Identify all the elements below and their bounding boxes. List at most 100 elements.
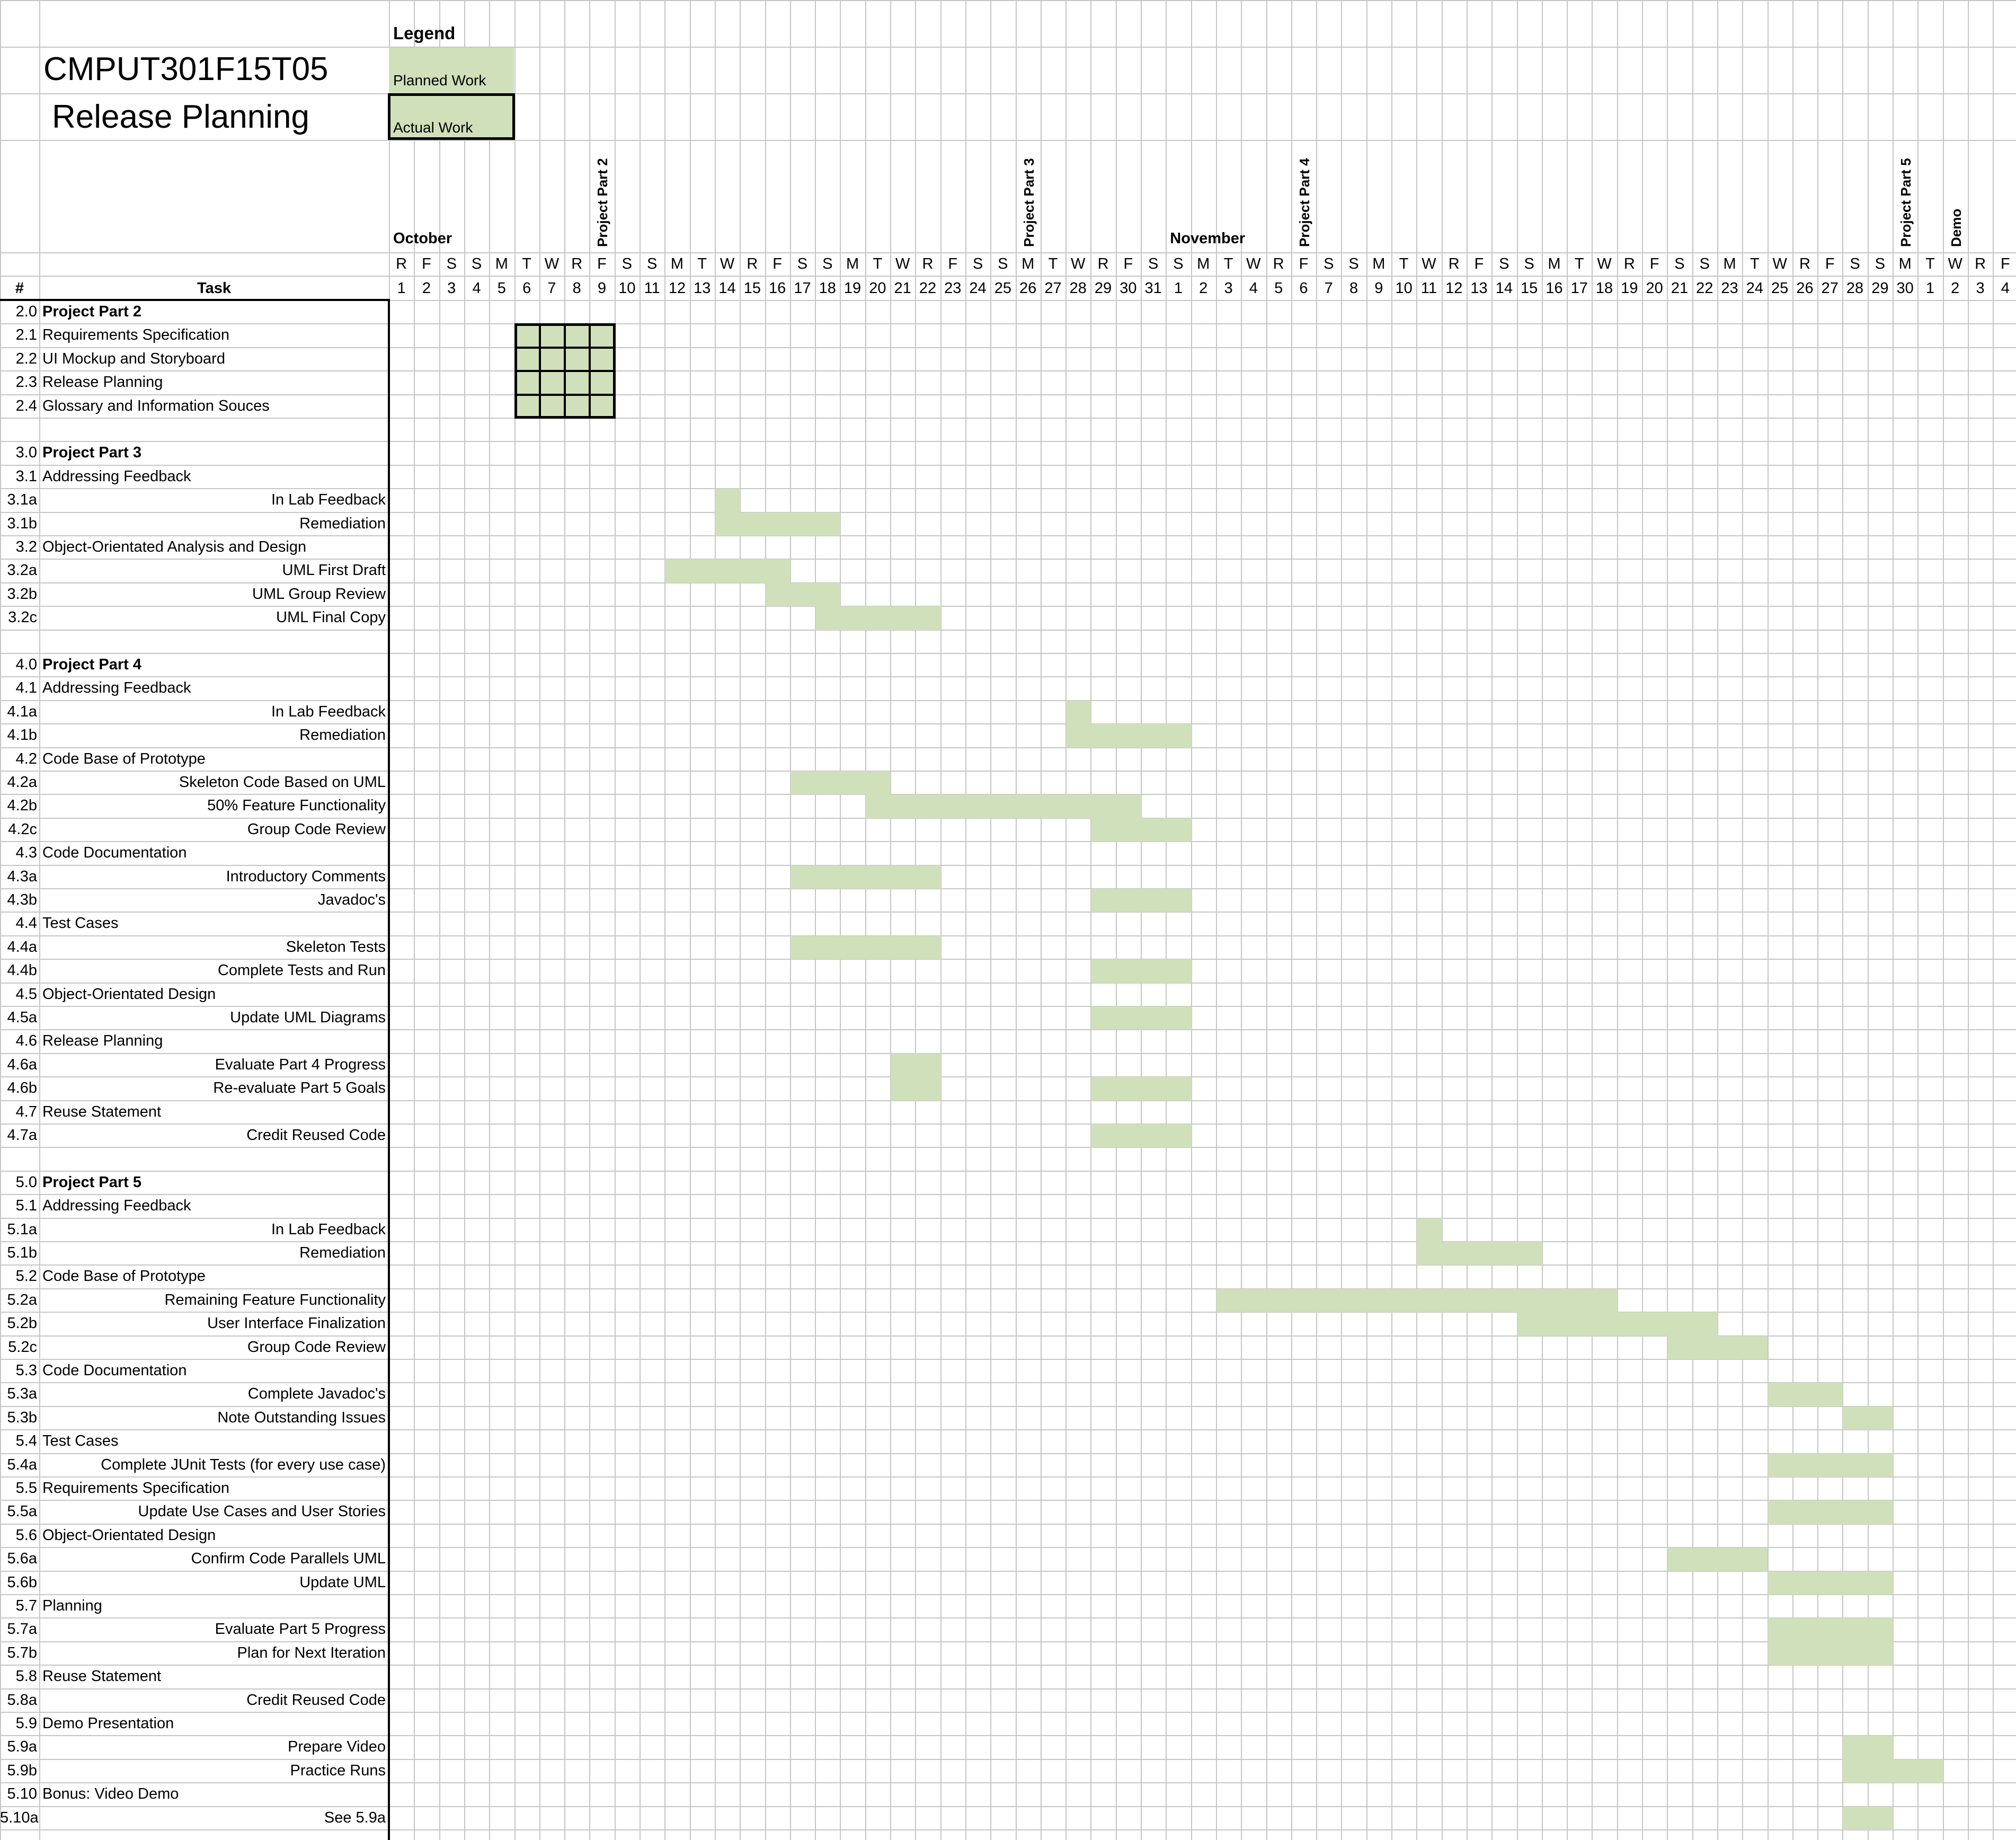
weekday-header: S xyxy=(1850,255,1860,272)
grid-hline xyxy=(0,1641,2016,1642)
planned-work-bar xyxy=(815,606,941,630)
date-header: 12 xyxy=(1445,280,1463,297)
task-name: Javadoc's xyxy=(317,891,386,908)
task-name: Remediation xyxy=(299,515,386,532)
grid-hline xyxy=(0,1100,2016,1101)
task-name: Addressing Feedback xyxy=(42,1197,191,1215)
task-number: 5.6b xyxy=(7,1573,37,1591)
date-header: 2 xyxy=(422,280,431,297)
grid-hline xyxy=(0,1476,2016,1478)
date-header: 10 xyxy=(618,280,636,297)
planned-work-bar xyxy=(891,1077,941,1101)
task-number: 3.2a xyxy=(7,562,37,579)
task-number: 4.5 xyxy=(15,985,37,1003)
actual-work-divider xyxy=(514,370,616,373)
grid-vline xyxy=(514,0,516,1840)
task-name: Complete Tests and Run xyxy=(217,962,386,979)
grid-vline xyxy=(1115,0,1117,1840)
grid-hline xyxy=(0,912,2016,913)
grid-hline xyxy=(0,1453,2016,1454)
weekday-header: M xyxy=(1197,255,1210,272)
task-number: 5.10 xyxy=(7,1785,37,1803)
grid-hline xyxy=(0,1829,2016,1830)
date-header: 22 xyxy=(919,280,937,297)
date-header: 4 xyxy=(1249,280,1258,297)
grid-vline xyxy=(1917,0,1919,1840)
task-number: 4.4b xyxy=(7,962,37,979)
grid-vline xyxy=(414,0,415,1840)
task-number: 4.2c xyxy=(8,820,37,838)
grid-hline xyxy=(0,629,2016,631)
grid-vline xyxy=(589,0,591,1840)
chart-title: Release Planning xyxy=(52,99,310,135)
date-header: 6 xyxy=(1299,280,1308,297)
date-header: 17 xyxy=(794,280,811,297)
task-number: 4.1 xyxy=(15,679,37,697)
weekday-header: T xyxy=(1574,255,1584,272)
planned-work-bar xyxy=(765,582,841,607)
legend-planned-swatch xyxy=(389,48,514,93)
header-num: # xyxy=(15,280,24,297)
task-number: 4.0 xyxy=(15,656,37,673)
task-number: 5.6 xyxy=(15,1526,37,1544)
task-name: See 5.9a xyxy=(324,1809,386,1826)
grid-hline xyxy=(0,370,2016,372)
weekday-header: F xyxy=(772,255,782,272)
grid-vline xyxy=(1592,0,1593,1840)
grid-hline xyxy=(0,1382,2016,1384)
date-header: 5 xyxy=(1274,280,1283,297)
date-header: 27 xyxy=(1821,280,1839,297)
grid-vline xyxy=(1040,0,1042,1840)
task-name: Code Base of Prototype xyxy=(42,750,206,767)
task-name: Project Part 4 xyxy=(42,656,141,673)
task-name: UML First Draft xyxy=(282,562,386,579)
task-number: 4.3a xyxy=(7,868,37,885)
task-number: 2.0 xyxy=(15,303,37,320)
grid-hline xyxy=(0,1712,2016,1713)
date-header: 8 xyxy=(572,280,581,297)
grid-hline xyxy=(0,771,2016,772)
legend-actual-label: Actual Work xyxy=(393,119,473,136)
grid-vline xyxy=(564,0,566,1840)
task-number: 4.1b xyxy=(7,727,37,744)
weekday-header: W xyxy=(1597,255,1612,272)
grid-hline xyxy=(0,464,2016,466)
weekday-header: R xyxy=(1097,255,1109,272)
date-header: 10 xyxy=(1395,280,1413,297)
task-number: 4.1a xyxy=(7,703,37,720)
grid-vline xyxy=(1617,0,1618,1840)
task-number: 2.3 xyxy=(15,374,37,391)
date-header: 1 xyxy=(1174,280,1183,297)
task-number: 4.3 xyxy=(15,844,37,862)
grid-hline xyxy=(0,1312,2016,1313)
task-name: Evaluate Part 4 Progress xyxy=(215,1056,386,1073)
task-name: Remediation xyxy=(299,1244,386,1261)
grid-hline xyxy=(0,582,2016,583)
weekday-header: F xyxy=(1474,255,1484,272)
task-name: Remaining Feature Functionality xyxy=(164,1291,386,1308)
grid-hline xyxy=(0,1170,2016,1172)
task-name: UML Final Copy xyxy=(276,609,386,626)
weekday-header: M xyxy=(1898,255,1912,272)
task-name: Test Cases xyxy=(42,1432,119,1450)
date-header: 9 xyxy=(597,280,607,297)
task-name: Bonus: Video Demo xyxy=(42,1785,179,1803)
weekday-header: S xyxy=(1699,255,1710,272)
date-header: 31 xyxy=(1144,280,1162,297)
weekday-header: S xyxy=(1524,255,1534,272)
milestone-label: Project Part 4 xyxy=(1296,158,1312,247)
grid-hline xyxy=(0,1500,2016,1501)
task-name: Skeleton Tests xyxy=(286,938,386,956)
grid-vline xyxy=(1692,0,1693,1840)
planned-work-bar xyxy=(1843,1736,1893,1759)
weekday-header: R xyxy=(747,255,758,272)
month-label: October xyxy=(393,230,452,247)
grid-vline xyxy=(1893,0,1894,1840)
grid-hline xyxy=(0,1288,2016,1289)
planned-work-bar xyxy=(790,865,941,889)
grid-hline xyxy=(0,1052,2016,1054)
grid-hline xyxy=(0,1688,2016,1689)
date-header: 9 xyxy=(1374,280,1383,297)
task-name: Re-evaluate Part 5 Goals xyxy=(213,1080,386,1097)
